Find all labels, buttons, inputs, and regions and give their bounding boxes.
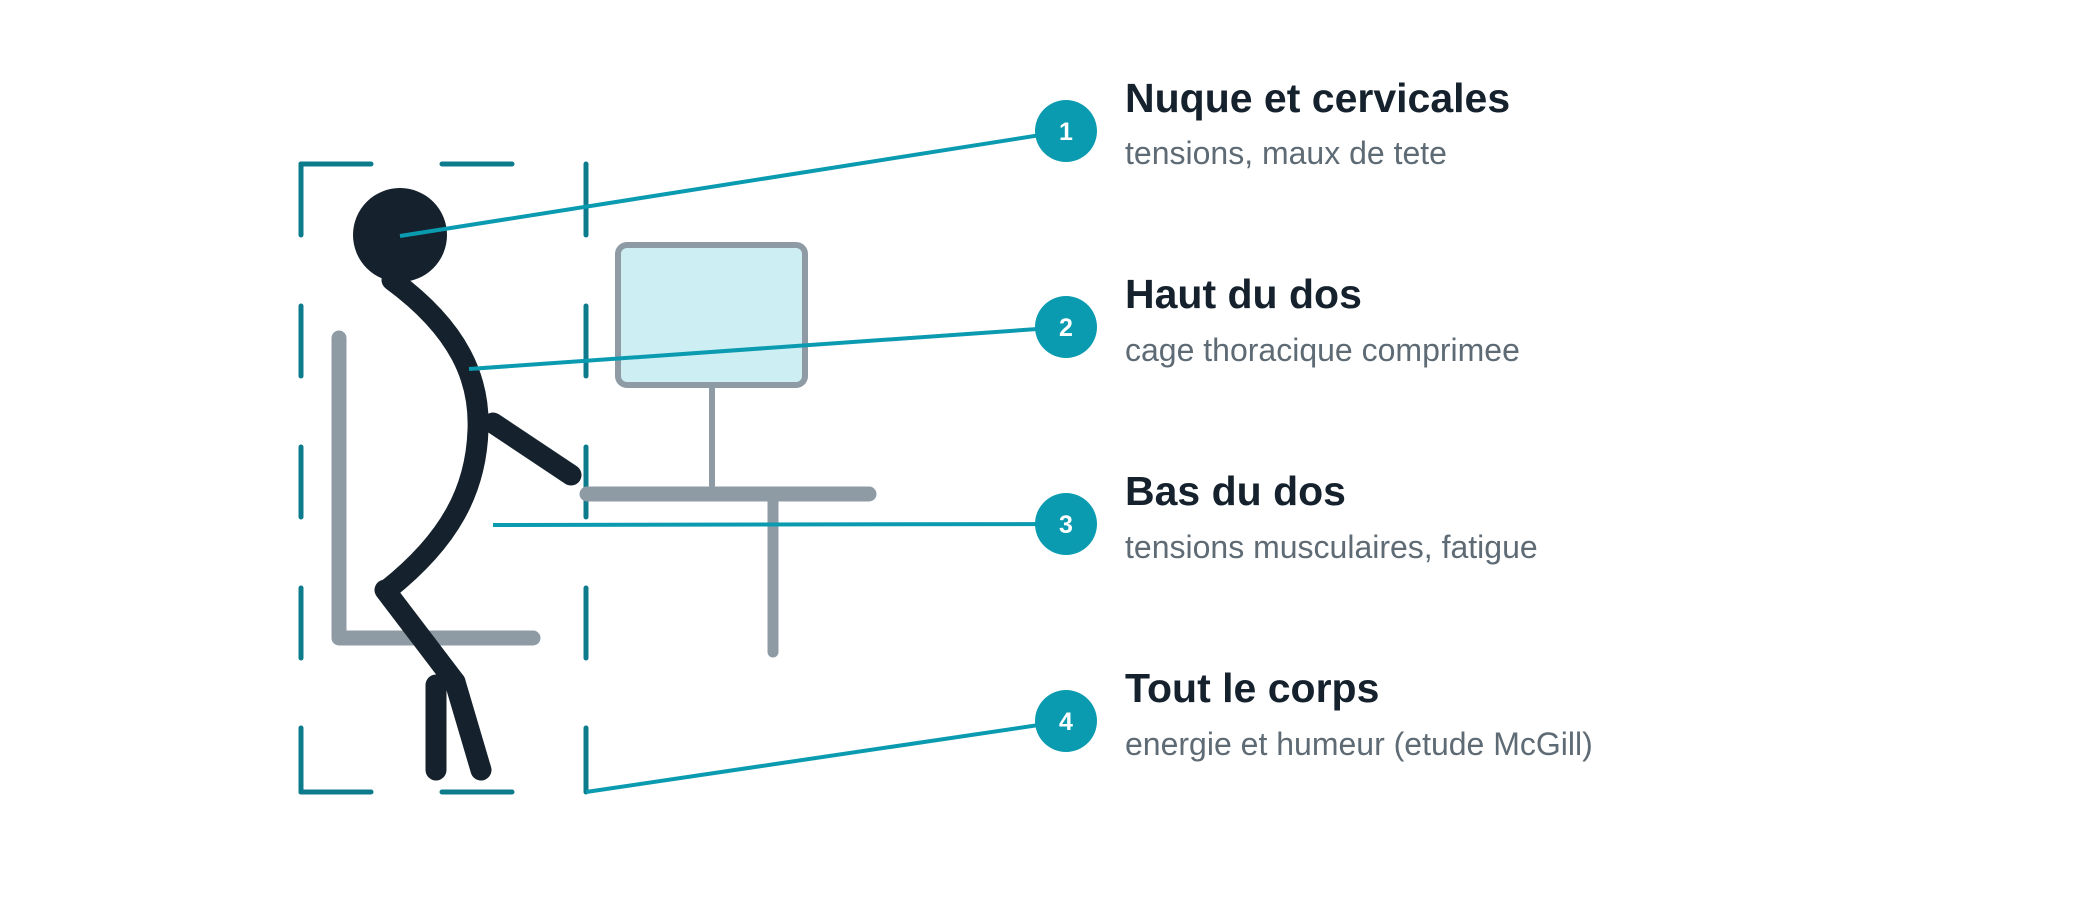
callout-badge xyxy=(1035,296,1097,358)
callout-1: 1 Nuque et cervicales tensions, maux de … xyxy=(1035,75,1510,171)
callout-number: 4 xyxy=(1059,708,1073,736)
monitor xyxy=(615,242,808,492)
leader-line-4 xyxy=(585,719,1067,794)
callout-3: 3 Bas du dos tensions musculaires, fatig… xyxy=(1035,468,1538,565)
leader-line-2 xyxy=(468,325,1067,371)
body-frame xyxy=(298,161,589,795)
callout-description: cage thoracique comprimee xyxy=(1125,332,1520,368)
callout-title: Bas du dos xyxy=(1125,468,1346,514)
slouching-figure xyxy=(353,188,582,781)
callout-badge xyxy=(1035,100,1097,162)
figure-shin-right xyxy=(444,671,492,781)
callout-number: 2 xyxy=(1059,314,1073,342)
figure-spine xyxy=(376,269,489,601)
leader-lines xyxy=(399,129,1067,794)
callout-2: 2 Haut du dos cage thoracique comprimee xyxy=(1035,271,1520,368)
callout-4: 4 Tout le corps energie et humeur (etude… xyxy=(1035,665,1593,762)
callout-title: Tout le corps xyxy=(1125,665,1379,711)
figure-thigh xyxy=(374,579,466,693)
callout-badge xyxy=(1035,493,1097,555)
chair xyxy=(331,330,541,646)
callout-number: 3 xyxy=(1059,511,1073,539)
desk xyxy=(579,486,877,658)
leader-line-3 xyxy=(492,522,1067,527)
figure-arm xyxy=(482,412,582,486)
callout-title: Nuque et cervicales xyxy=(1125,75,1510,121)
callout-badge xyxy=(1035,690,1097,752)
callout-description: tensions, maux de tete xyxy=(1125,135,1447,171)
callout-description: tensions musculaires, fatigue xyxy=(1125,529,1538,565)
leader-line-1 xyxy=(399,129,1067,238)
monitor-screen xyxy=(615,242,808,388)
callout-title: Haut du dos xyxy=(1125,271,1362,317)
callout-number: 1 xyxy=(1059,118,1073,146)
callout-description: energie et humeur (etude McGill) xyxy=(1125,726,1593,762)
